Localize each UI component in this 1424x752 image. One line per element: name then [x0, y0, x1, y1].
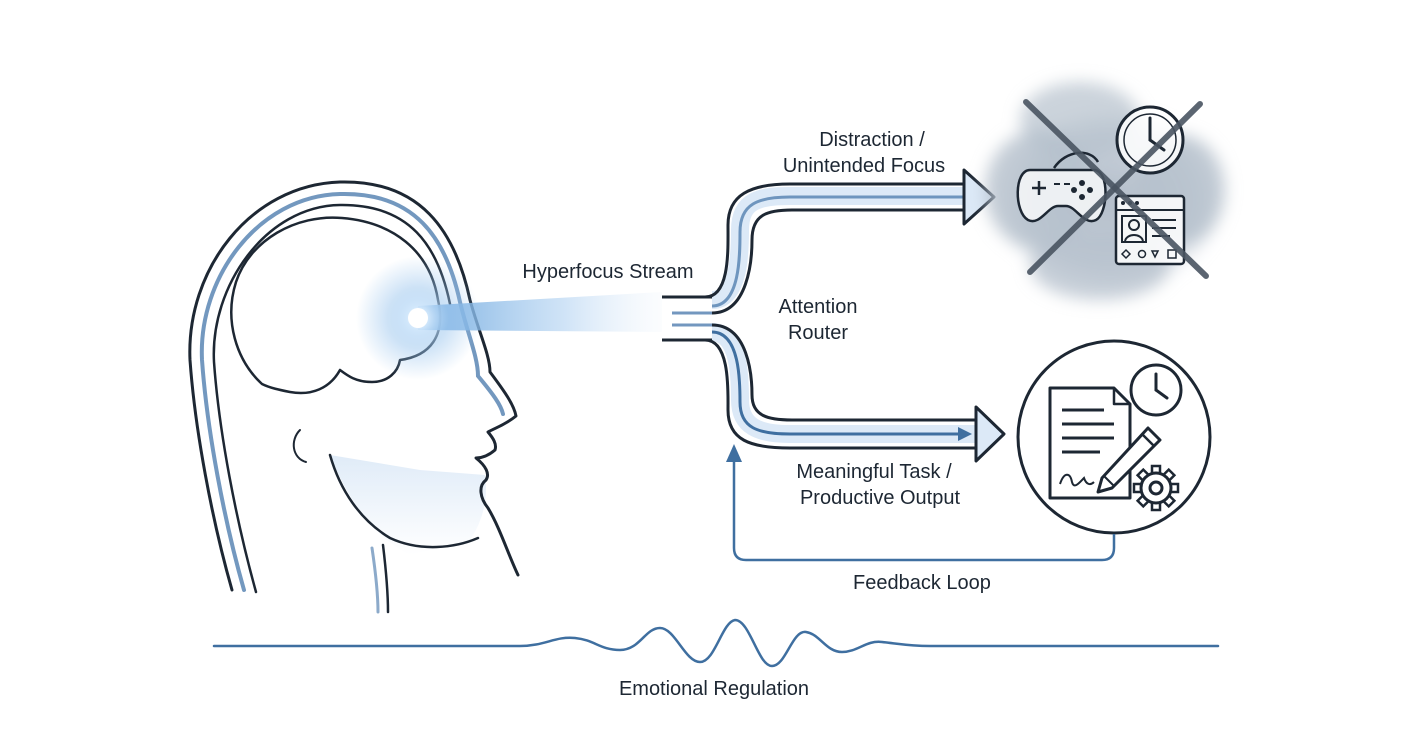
clock-icon [1129, 363, 1183, 417]
label-task-line2: Productive Output [800, 487, 961, 509]
hyperfocus-beam [356, 256, 662, 380]
pipe-task-inner [711, 323, 976, 422]
head-outline-inner [212, 203, 452, 594]
cross-out-icon [1023, 99, 1209, 279]
neck-shading [330, 455, 486, 555]
head-outline-blue [199, 191, 505, 592]
label-hyperfocus-stream: Hyperfocus Stream [522, 261, 693, 283]
ear-line [292, 429, 307, 463]
pipe-distraction-outer [704, 182, 964, 299]
feedback-loop-arrow [726, 444, 1116, 562]
arrowhead-distraction [962, 168, 996, 226]
head-profile-icon [188, 180, 520, 614]
focus-core [408, 308, 428, 328]
neck-line-blue [370, 546, 380, 614]
label-router-line1: Attention [779, 296, 858, 318]
head-outline-outer [188, 180, 520, 592]
jaw-line [328, 453, 480, 549]
pipe-distraction-inner [711, 208, 964, 315]
pipe-distraction-fill [710, 187, 964, 309]
clock-icon [1115, 105, 1185, 175]
pipe-distraction-blue [711, 195, 964, 308]
label-task-line1: Meaningful Task / [796, 461, 952, 483]
emotional-regulation-wave [212, 618, 1220, 668]
pen-icon [1096, 426, 1162, 494]
distraction-cluster [985, 82, 1225, 300]
gear-icon [1132, 464, 1180, 512]
arrowhead-task [974, 405, 1006, 463]
pipe-task-blue [711, 330, 962, 436]
attention-router [662, 168, 1006, 463]
label-distraction-line1: Distraction / [819, 129, 925, 151]
webpage-icon [1114, 194, 1186, 266]
pipe-task-outer [704, 338, 976, 450]
label-emotional-regulation: Emotional Regulation [619, 678, 809, 700]
label-feedback-loop: Feedback Loop [853, 572, 991, 594]
neck-line [381, 543, 390, 614]
inner-arrow-task [958, 427, 972, 441]
label-router-line2: Router [788, 322, 848, 344]
task-output-badge [1016, 339, 1212, 535]
label-distraction-line2: Unintended Focus [783, 155, 945, 177]
